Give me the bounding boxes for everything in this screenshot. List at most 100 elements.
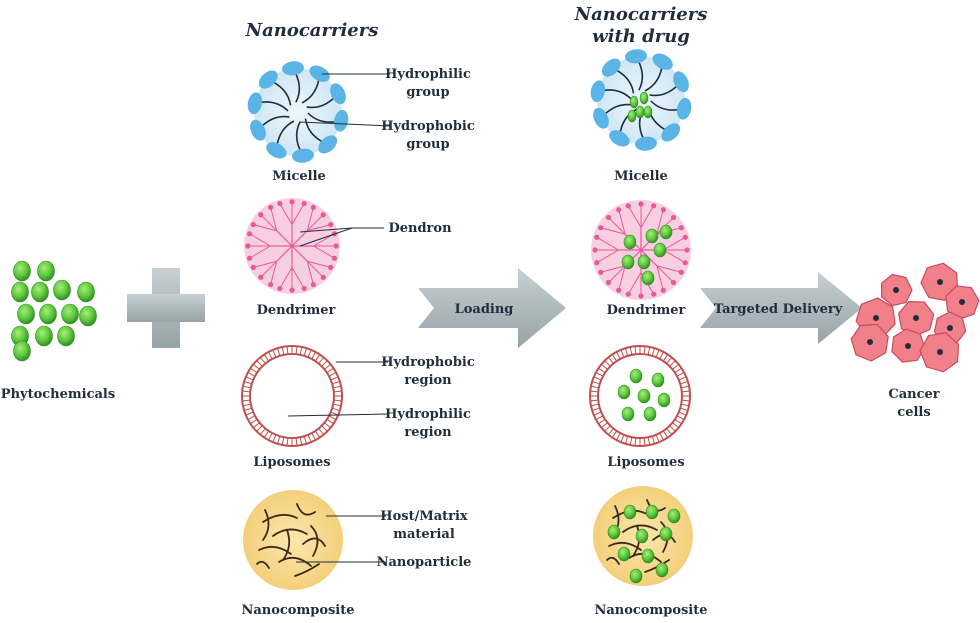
callout-hydrophilic-region-2: region xyxy=(404,425,452,440)
lipid-tick xyxy=(332,381,340,385)
drug-particle xyxy=(655,562,669,578)
dendron-branch xyxy=(253,260,277,268)
lipid-tick xyxy=(272,434,277,443)
matrix-fiber xyxy=(272,528,308,537)
drug-particle xyxy=(637,388,651,404)
lipid-tick xyxy=(643,437,646,446)
dendron-branch xyxy=(291,267,305,289)
loading-arrow: Loading xyxy=(418,268,566,348)
dendron-terminal xyxy=(592,247,598,253)
cancer-cell-nucleus xyxy=(959,299,965,305)
dendron-branch xyxy=(627,272,642,295)
dendron-terminal xyxy=(246,231,253,237)
dendron-terminal xyxy=(598,269,604,275)
hydrophilic-head xyxy=(652,53,673,70)
lipid-tick xyxy=(277,436,281,444)
header-nanocarriers-with-drug-line1: Nanocarriers xyxy=(574,4,708,25)
callout-hydrophilic-group-2: group xyxy=(406,85,449,100)
lipid-tick xyxy=(324,363,331,370)
matrix-fiber xyxy=(258,545,292,555)
lipid-tick xyxy=(299,437,303,446)
dendron-branch xyxy=(291,203,305,225)
lipid-tick xyxy=(256,425,263,432)
callout-hydrophilic-group-1: Hydrophilic xyxy=(385,67,471,82)
lipid-tick xyxy=(680,407,688,411)
dendron-branch xyxy=(306,207,314,231)
dendron-terminal xyxy=(289,287,295,293)
dendron-terminal xyxy=(678,225,684,231)
dendron-terminal xyxy=(289,199,295,205)
lipid-tick xyxy=(678,376,687,381)
dendron-branch xyxy=(618,265,626,291)
lipid-tick xyxy=(662,354,669,362)
dendron-terminal xyxy=(268,204,274,210)
dendron-branch xyxy=(291,245,308,262)
matrix-fiber xyxy=(622,524,658,533)
lipid-tick xyxy=(651,436,655,444)
dendron-branch xyxy=(663,236,686,251)
lipid-tick xyxy=(681,399,690,402)
cancer-cell-nucleus xyxy=(867,339,873,345)
phytochemicals-cluster xyxy=(11,260,97,362)
drug-particle xyxy=(627,109,637,123)
lipid-tick xyxy=(314,430,321,438)
lipid-tick xyxy=(620,434,625,443)
drug-particle xyxy=(645,504,659,520)
hydrophilic-head xyxy=(601,58,621,77)
lipid-tick xyxy=(666,428,673,435)
lipid-tick xyxy=(592,381,600,385)
lipid-tick xyxy=(326,418,334,425)
dendron-branch xyxy=(618,209,626,235)
dendron-terminal xyxy=(598,225,604,231)
dendron-branch xyxy=(313,233,335,247)
dendron-branch xyxy=(656,265,664,291)
lipid-tick xyxy=(314,354,321,362)
dendron-branch xyxy=(656,265,682,273)
loaded-liposome-diagram xyxy=(589,345,691,447)
lipid-tick xyxy=(286,346,289,355)
drug-particle xyxy=(643,105,653,119)
drug-particle xyxy=(643,406,657,422)
hydrophilic-head xyxy=(593,107,609,129)
lipid-tick xyxy=(242,399,251,402)
lipid-tick xyxy=(611,430,618,438)
drug-particle xyxy=(639,91,649,105)
hydrophilic-head xyxy=(333,109,349,132)
dendron-branch xyxy=(260,214,278,232)
matrix-fiber xyxy=(310,525,319,557)
lipid-tick xyxy=(590,399,599,402)
lipid-tick xyxy=(267,432,273,441)
drug-particle xyxy=(659,224,673,240)
hydrophilic-head xyxy=(625,49,647,64)
lipid-tick xyxy=(244,407,252,411)
drug-particle xyxy=(607,524,621,540)
dendron-branch xyxy=(656,209,664,235)
dendron-terminal xyxy=(651,203,657,209)
micelle-diagram xyxy=(247,61,349,163)
callout-host-matrix-1: Host/Matrix xyxy=(380,509,468,524)
loaded-micelle-diagram xyxy=(590,49,692,151)
lipid-tick xyxy=(598,418,606,425)
cancer-cell-nucleus xyxy=(893,287,899,293)
lipid-tick xyxy=(299,346,303,355)
dendrimer-diagram xyxy=(244,198,340,294)
dendron-terminal xyxy=(331,255,338,261)
phytochemical-particle xyxy=(53,279,71,301)
lipid-tick xyxy=(303,436,307,444)
callout-hydrophilic-region-1: Hydrophilic xyxy=(385,407,471,422)
lipid-tick xyxy=(242,390,251,393)
loading-arrow-label: Loading xyxy=(455,302,514,317)
drug-particle xyxy=(629,368,643,384)
callout-nanoparticle: Nanoparticle xyxy=(377,555,472,570)
lipid-tick xyxy=(286,437,289,446)
lipid-tick xyxy=(295,437,298,446)
matrix-fiber xyxy=(294,563,320,577)
dendron-branch xyxy=(270,261,278,285)
drug-particle xyxy=(657,392,671,408)
dendron-terminal xyxy=(594,234,600,240)
drug-particle xyxy=(659,526,673,542)
callout-hydrophobic-group-2: group xyxy=(406,137,449,152)
lipid-tick xyxy=(607,428,614,435)
lipid-tick xyxy=(681,390,690,393)
drug-particle xyxy=(629,95,639,109)
